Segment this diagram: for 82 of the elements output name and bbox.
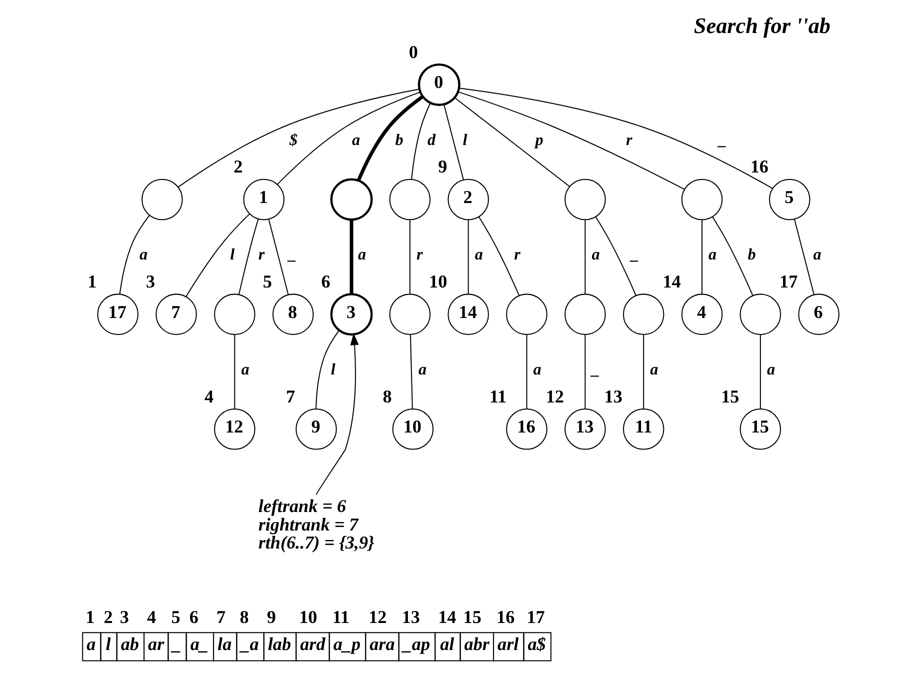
label: 6	[188, 606, 198, 627]
edge-label: a	[650, 362, 658, 379]
label: a_p	[332, 634, 360, 654]
label: abr	[464, 634, 489, 654]
node-label: 12	[545, 386, 564, 406]
edge-label: a	[352, 132, 360, 149]
label: al	[440, 634, 454, 654]
node-label: 16	[750, 156, 768, 177]
edge-label: a	[240, 362, 249, 379]
label: 16	[496, 606, 514, 627]
edge-label: r	[514, 246, 520, 264]
label: 4	[146, 606, 156, 627]
label: 10	[298, 606, 317, 627]
node-label: 7	[286, 386, 295, 406]
label: _	[172, 634, 181, 654]
edge-label: r	[416, 246, 422, 264]
label: 14	[438, 606, 456, 627]
edge-label: a	[591, 246, 600, 264]
edge-label: a	[358, 246, 366, 264]
edge-label: a	[708, 246, 716, 264]
node-label: 6	[320, 272, 330, 292]
node-label: 14	[662, 272, 680, 292]
node-label: 0	[408, 42, 418, 62]
edge-label: a	[532, 362, 541, 379]
node-label: 17	[779, 272, 798, 292]
edge-label: b	[394, 132, 403, 149]
label: a_	[190, 634, 208, 654]
label: ar	[148, 634, 164, 654]
label: ab	[120, 634, 138, 654]
edge-label: p	[534, 132, 543, 149]
edge-label: a	[766, 362, 775, 379]
label: 2	[103, 606, 112, 627]
label: a	[86, 634, 96, 654]
label: a$	[527, 634, 546, 654]
label: 7	[216, 606, 226, 627]
edge-label: r	[625, 132, 632, 149]
edge-label: a	[138, 246, 148, 264]
label: 5	[170, 606, 180, 627]
label: la	[217, 634, 232, 654]
edge-label: _	[591, 362, 600, 379]
diagram-title: Search for ''ab	[693, 12, 830, 38]
node-label: 5	[262, 272, 272, 292]
edge-label: _	[288, 246, 296, 264]
label: 13	[401, 606, 420, 627]
label: ard	[300, 634, 325, 654]
edge-label: l	[230, 246, 234, 264]
edge-label: b	[747, 246, 756, 264]
node-label: 2	[233, 156, 242, 177]
edge-label: _	[718, 132, 726, 149]
label: 11	[332, 606, 349, 627]
label: _ap	[402, 634, 430, 654]
node-label: 8	[382, 386, 392, 406]
label: _a	[240, 634, 258, 654]
edge-label: a	[474, 246, 482, 264]
label: 3	[119, 606, 128, 627]
edge-label: a	[418, 362, 426, 379]
node-label: 4	[204, 386, 214, 406]
edge-label: l	[462, 132, 467, 149]
node-text: leftrank = 6 rightrank = 7 rth(6..7) = {3,9}	[258, 496, 374, 552]
node-label: 11	[488, 386, 506, 406]
label: 1	[85, 606, 94, 627]
label: 8	[239, 606, 248, 627]
edge-label: a	[812, 246, 821, 264]
label: l	[105, 634, 110, 654]
label: lab	[267, 634, 291, 654]
label: ara	[369, 634, 394, 654]
edge-label: _	[630, 246, 639, 264]
label: 12	[368, 606, 386, 627]
node-label: 15	[720, 386, 739, 406]
label: 17	[526, 606, 544, 627]
node-label: 1	[87, 272, 96, 292]
node-label: 13	[604, 386, 622, 406]
node-label: 3	[146, 272, 155, 292]
edge-label: l	[330, 362, 335, 379]
edge-label: $	[289, 132, 298, 149]
node-label: 10	[428, 272, 447, 292]
node-label: 9	[438, 156, 447, 177]
edge-label: d	[427, 132, 436, 149]
label: arl	[497, 634, 518, 654]
label: 9	[266, 606, 276, 627]
label: 15	[462, 606, 481, 627]
edge-label: r	[258, 246, 264, 264]
